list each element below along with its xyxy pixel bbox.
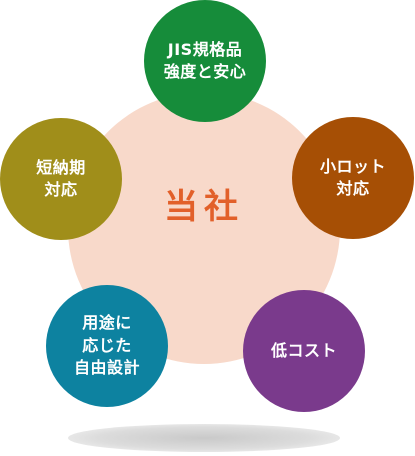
node-small-lot: 小ロット 対応: [292, 117, 414, 239]
node-low-cost-label: 低コスト: [270, 340, 337, 360]
node-small-lot-label: 小ロット 対応: [319, 156, 386, 198]
node-custom-design: 用途に 応じた 自由設計: [46, 285, 168, 407]
center-label: 当社: [164, 187, 244, 227]
node-short-lead-time: 短納期 対応: [0, 118, 122, 240]
node-custom-design-label: 用途に 応じた 自由設計: [73, 313, 140, 378]
ground-shadow: [68, 424, 340, 452]
node-short-lead-time-label: 短納期 対応: [36, 157, 86, 199]
node-jis-standard-label: JIS規格品 強度と安心: [163, 39, 247, 81]
node-jis-standard: JIS規格品 強度と安心: [144, 0, 266, 122]
node-low-cost: 低コスト: [243, 290, 365, 412]
